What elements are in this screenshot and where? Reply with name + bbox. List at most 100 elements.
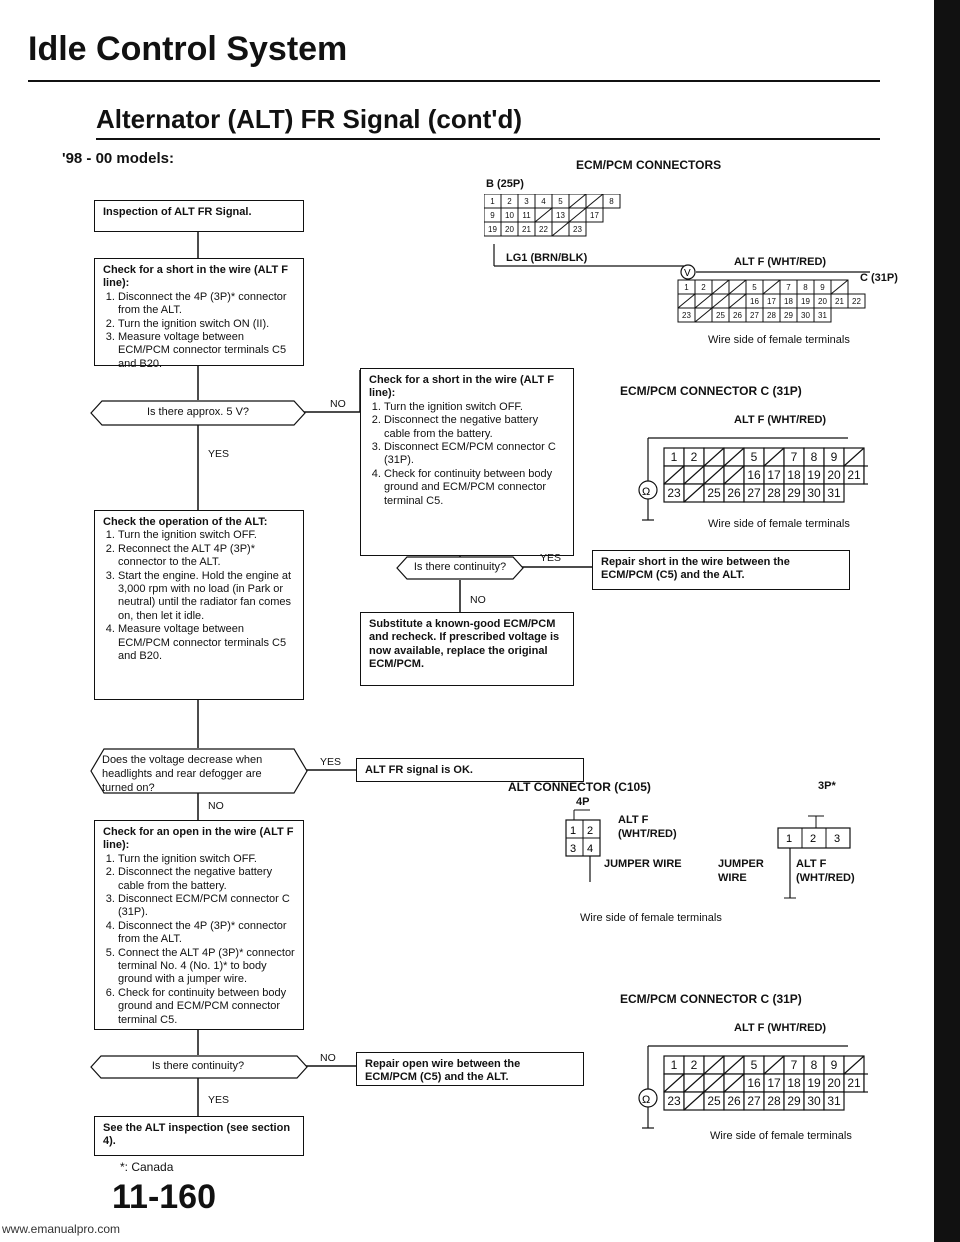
- terminal-number: 30: [807, 1094, 821, 1108]
- empty-terminal-slash: [703, 1073, 725, 1093]
- jumper-3p-label: JUMPER: [718, 858, 764, 870]
- wire-side-label-3: Wire side of female terminals: [580, 912, 722, 924]
- empty-terminal-slash: [723, 465, 745, 485]
- terminal-number: 17: [767, 468, 781, 482]
- short-check-box-1: Check for a short in the wire (ALT F lin…: [94, 258, 304, 370]
- terminal-number: 20: [505, 225, 514, 234]
- step: Turn the ignition switch OFF.: [118, 853, 295, 866]
- terminal-number: 16: [747, 1076, 761, 1090]
- empty-terminal-slash: [683, 483, 705, 503]
- terminal-number: 16: [750, 297, 759, 306]
- terminal-number: 19: [807, 1076, 821, 1090]
- terminal-number: 28: [767, 311, 776, 320]
- models-label: '98 - 00 models:: [62, 150, 174, 167]
- terminal-number: 23: [667, 486, 681, 500]
- terminal-number: 5: [752, 283, 757, 292]
- terminal-number: 8: [609, 197, 614, 206]
- terminal-number: 21: [522, 225, 531, 234]
- empty-terminal-slash: [694, 293, 713, 309]
- terminal-number: 28: [767, 1094, 781, 1108]
- empty-terminal-slash: [568, 207, 587, 223]
- terminal-cell: [863, 465, 868, 485]
- lg1-label: LG1 (BRN/BLK): [506, 252, 588, 264]
- empty-terminal-slash: [694, 307, 713, 323]
- see-alt-box: See the ALT inspection (see section 4).: [94, 1116, 304, 1156]
- terminal-number: 17: [767, 297, 776, 306]
- yes-label: YES: [320, 756, 342, 768]
- terminal-cell: [823, 483, 845, 503]
- no-label: NO: [208, 800, 224, 812]
- empty-terminal-slash: [703, 447, 725, 467]
- terminal-number: 23: [573, 225, 582, 234]
- yes-label: YES: [540, 552, 562, 564]
- terminal-cell: [813, 307, 832, 323]
- terminal-number: 23: [667, 1094, 681, 1108]
- step: Disconnect ECM/PCM connector C (31P).: [118, 893, 295, 920]
- empty-terminal-slash: [568, 194, 587, 209]
- terminal-number: 29: [784, 311, 793, 320]
- terminal-number: 21: [847, 1076, 861, 1090]
- repair-short-box: Repair short in the wire between the ECM…: [592, 550, 850, 590]
- svg-text:3: 3: [570, 843, 576, 855]
- empty-terminal-slash: [663, 465, 685, 485]
- terminal-number: 22: [867, 468, 868, 482]
- terminal-number: 17: [767, 1076, 781, 1090]
- see-alt-text: See the ALT inspection (see section 4).: [103, 1122, 291, 1148]
- alt-ok-text: ALT FR signal is OK.: [365, 764, 473, 776]
- short-check-1-steps: Disconnect the 4P (3P)* connector from t…: [103, 291, 295, 371]
- empty-terminal-slash: [728, 293, 747, 309]
- terminal-number: 21: [835, 297, 844, 306]
- ecm-c-title-2: ECM/PCM CONNECTOR C (31P): [620, 992, 802, 1006]
- terminal-number: 18: [787, 1076, 801, 1090]
- step: Disconnect ECM/PCM connector C (31P).: [384, 441, 565, 468]
- svg-text:2: 2: [587, 825, 593, 837]
- terminal-number: 8: [811, 1058, 818, 1072]
- terminal-number: 17: [590, 211, 599, 220]
- step: Turn the ignition switch OFF.: [118, 529, 295, 542]
- question-5v-shape: [90, 400, 306, 426]
- step: Disconnect the 4P (3P)* connector from t…: [118, 920, 295, 947]
- terminal-cell: [602, 194, 621, 209]
- step: Measure voltage between ECM/PCM connecto…: [118, 623, 295, 663]
- wire-side-label-4: Wire side of female terminals: [710, 1130, 852, 1142]
- wht-red-4p-label: (WHT/RED): [618, 828, 677, 840]
- svg-text:1: 1: [570, 825, 576, 837]
- terminal-number: 29: [787, 486, 801, 500]
- wire-side-label-1: Wire side of female terminals: [708, 334, 850, 346]
- terminal-number: 18: [787, 468, 801, 482]
- empty-terminal-slash: [585, 194, 604, 209]
- alt-f-label-top: ALT F (WHT/RED): [734, 256, 827, 268]
- terminal-number: 7: [786, 283, 791, 292]
- short-check-box-2: Check for a short in the wire (ALT F lin…: [360, 368, 574, 556]
- ecm-c-title-1: ECM/PCM CONNECTOR C (31P): [620, 384, 802, 398]
- terminal-number: 23: [682, 311, 691, 320]
- short-check-2-steps: Turn the ignition switch OFF. Disconnect…: [369, 401, 565, 508]
- empty-terminal-slash: [663, 1073, 685, 1093]
- svg-text:Ω: Ω: [642, 1094, 650, 1106]
- no-label: NO: [470, 594, 486, 606]
- subtitle-rule: [96, 138, 880, 140]
- alt-connector-title: ALT CONNECTOR (C105): [508, 780, 651, 794]
- alt-operation-box: Check the operation of the ALT: Turn the…: [94, 510, 304, 700]
- terminal-number: 5: [751, 450, 758, 464]
- terminal-cell: [823, 1091, 845, 1111]
- terminal-number: 22: [852, 297, 861, 306]
- step: Turn the ignition switch ON (II).: [118, 318, 295, 331]
- source-url: www.emanualpro.com: [2, 1222, 121, 1236]
- wire-side-label-2: Wire side of female terminals: [708, 518, 850, 530]
- ecm-connectors-title: ECM/PCM CONNECTORS: [576, 158, 722, 172]
- step: Disconnect the negative battery cable fr…: [384, 414, 565, 441]
- svg-text:2: 2: [810, 833, 816, 845]
- empty-terminal-slash: [683, 1091, 705, 1111]
- terminal-number: 5: [751, 1058, 758, 1072]
- step: Measure voltage between ECM/PCM connecto…: [118, 331, 295, 371]
- terminal-number: 8: [803, 283, 808, 292]
- step: Connect the ALT 4P (3P)* connector termi…: [118, 947, 295, 987]
- wire-3p-label: WIRE: [718, 872, 747, 884]
- terminal-number: 31: [827, 1094, 841, 1108]
- question-continuity-2: Is there continuity?: [151, 1060, 245, 1072]
- question-5v: Is there approx. 5 V?: [146, 406, 250, 418]
- question-voltage-shape: [90, 748, 308, 794]
- svg-text:Ω: Ω: [642, 486, 650, 498]
